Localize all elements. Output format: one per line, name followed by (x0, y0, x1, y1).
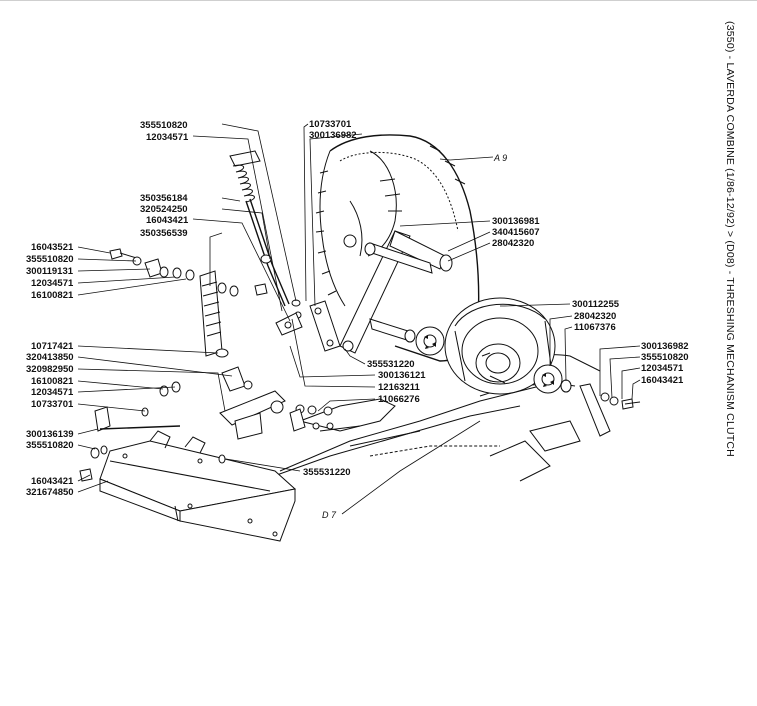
ref-d7: D 7 (322, 510, 337, 520)
part-12034571-top: 12034571 (146, 132, 189, 143)
part-320413850: 320413850 (26, 352, 74, 363)
part-16043521: 16043521 (31, 242, 74, 253)
part-16100821-bottom: 16100821 (31, 376, 74, 387)
part-300136982-right: 300136982 (641, 341, 689, 352)
bearings (415, 326, 572, 394)
part-300119131: 300119131 (26, 266, 74, 277)
part-12163211: 12163211 (378, 382, 420, 393)
part-350356184: 350356184 (140, 193, 188, 204)
part-16043421-mid: 16043421 (146, 215, 189, 226)
part-355510820-left: 355510820 (26, 254, 74, 265)
part-300136982-top: 300136982 (309, 130, 357, 141)
clutch-lever (309, 230, 453, 354)
frame-structure (259, 354, 601, 482)
part-350356539: 350356539 (140, 228, 188, 239)
section-title: (3550) - LAVERDA COMBINE (1/86-12/92) > … (724, 21, 736, 457)
part-10717421: 10717421 (31, 341, 74, 352)
part-355510820-top: 355510820 (140, 120, 188, 131)
lower-linkage (79, 366, 334, 482)
section-title-container: (3550) - LAVERDA COMBINE (1/86-12/92) > … (724, 21, 744, 491)
part-10733701-bottom: 10733701 (31, 399, 74, 410)
part-300136121: 300136121 (378, 370, 426, 381)
spring-rod (229, 150, 303, 336)
part-320982950: 320982950 (26, 364, 74, 375)
part-16100821-left: 16100821 (31, 290, 74, 301)
part-12034571-left: 12034571 (31, 278, 74, 289)
ref-a9: A 9 (493, 153, 507, 163)
part-355531220-mid: 355531220 (367, 359, 415, 370)
part-28042320-top: 28042320 (492, 238, 534, 249)
part-320524250: 320524250 (140, 204, 188, 215)
part-355510820-right: 355510820 (641, 352, 689, 363)
part-340415607: 340415607 (492, 227, 540, 238)
part-16043421-right: 16043421 (641, 375, 684, 386)
left-bolts (109, 248, 268, 358)
part-355510820-bottom: 355510820 (26, 440, 74, 451)
part-300136139: 300136139 (26, 429, 74, 440)
part-355531220-bottom: 355531220 (303, 467, 351, 478)
clutch-drum (444, 297, 556, 395)
part-12034571-bottom: 12034571 (31, 387, 74, 398)
leader-lines (77, 123, 641, 515)
cover-plate (99, 430, 297, 542)
part-labels: 355510820 12034571 10733701 300136982 35… (26, 119, 689, 520)
part-321674850: 321674850 (26, 487, 74, 498)
part-16043421-bottom: 16043421 (31, 476, 74, 487)
part-300136981: 300136981 (492, 216, 540, 227)
part-11066276: 11066276 (378, 394, 420, 405)
part-12034571-right: 12034571 (641, 363, 684, 374)
part-300112255: 300112255 (572, 299, 620, 310)
right-bolts (579, 383, 641, 437)
part-10733701-top: 10733701 (309, 119, 352, 130)
part-28042320-right: 28042320 (574, 311, 616, 322)
part-11067376: 11067376 (574, 322, 616, 333)
